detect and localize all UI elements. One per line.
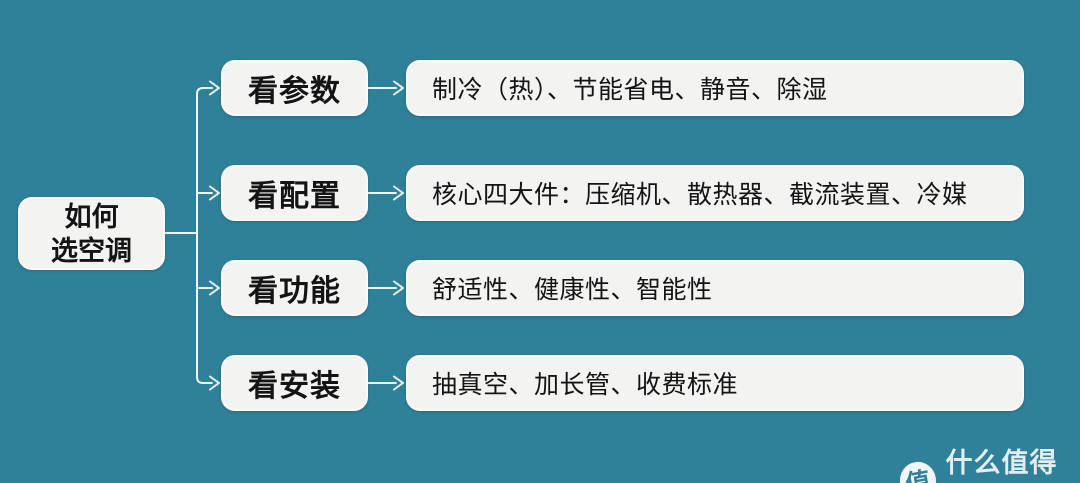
branch-label: 看功能 xyxy=(248,275,341,308)
smzdm-brand-text: 什么值得买 xyxy=(945,448,1058,478)
branch-label: 看参数 xyxy=(248,75,341,108)
arrowhead-icon xyxy=(393,280,404,296)
arrowhead-icon xyxy=(209,375,220,391)
detail-text: 抽真空、加长管、收费标准 xyxy=(432,372,739,399)
branch-node-configuration: 看配置 xyxy=(221,165,368,221)
arrowhead-icon xyxy=(209,80,220,96)
detail-node-features: 舒适性、健康性、智能性 xyxy=(406,260,1024,316)
branch-node-features: 看功能 xyxy=(221,260,368,316)
smzdm-watermark: 值 什么值得买 xyxy=(897,441,1080,483)
root-label-line: 如何 xyxy=(64,201,119,232)
branch-label: 看配置 xyxy=(248,180,341,213)
arrowhead-icon xyxy=(393,375,404,391)
detail-text: 制冷（热）、节能省电、静音、除湿 xyxy=(432,77,828,104)
branch-node-installation: 看安装 xyxy=(221,355,368,411)
detail-text: 核心四大件：压缩机、散热器、截流装置、冷媒 xyxy=(432,182,968,209)
root-label-line: 选空调 xyxy=(51,235,132,266)
detail-node-configuration: 核心四大件：压缩机、散热器、截流装置、冷媒 xyxy=(406,165,1024,221)
branch-node-parameters: 看参数 xyxy=(221,60,368,116)
detail-node-installation: 抽真空、加长管、收费标准 xyxy=(406,355,1024,411)
arrowhead-icon xyxy=(393,80,404,96)
root-node: 如何 选空调 xyxy=(18,197,165,270)
smzdm-logo-icon: 值 xyxy=(897,458,939,483)
arrowhead-icon xyxy=(393,185,404,201)
smzdm-logo-char: 值 xyxy=(903,466,933,483)
detail-text: 舒适性、健康性、智能性 xyxy=(432,277,713,304)
detail-node-parameters: 制冷（热）、节能省电、静音、除湿 xyxy=(406,60,1024,116)
branch-label: 看安装 xyxy=(248,370,341,403)
trunk-line xyxy=(196,87,213,384)
arrowhead-icon xyxy=(209,280,220,296)
arrowhead-icon xyxy=(209,185,220,201)
